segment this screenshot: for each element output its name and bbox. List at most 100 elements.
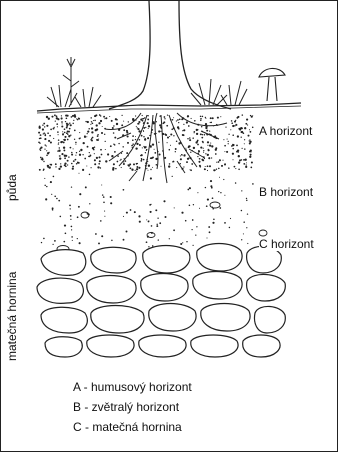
soil-particle (180, 158, 182, 160)
soil-particle (204, 134, 206, 136)
soil-particle (89, 203, 90, 204)
soil-particle (155, 158, 157, 160)
soil-particle (180, 243, 182, 245)
soil-particle (76, 163, 78, 165)
soil-particle (150, 147, 151, 148)
soil-particle (189, 205, 191, 207)
soil-particle (63, 141, 65, 143)
soil-particle (202, 141, 204, 143)
soil-particle (78, 206, 80, 208)
soil-particle (231, 122, 233, 124)
soil-particle (185, 149, 187, 151)
soil-particle (186, 161, 188, 163)
soil-particle (123, 121, 124, 122)
soil-particle (45, 198, 47, 200)
soil-particle (66, 127, 68, 129)
soil-particle (226, 151, 228, 153)
soil-particle (175, 151, 176, 152)
soil-particle (195, 234, 196, 235)
soil-particle (42, 128, 44, 130)
soil-particle (156, 224, 157, 225)
soil-particle (208, 157, 210, 159)
soil-particle (225, 127, 226, 128)
soil-particle (55, 163, 57, 165)
soil-particle (87, 121, 89, 123)
soil-particle (219, 177, 220, 178)
soil-particle (183, 154, 185, 156)
soil-particle (71, 186, 72, 187)
soil-particle (158, 130, 160, 132)
soil-particle (63, 241, 65, 243)
soil-particle (140, 160, 142, 162)
soil-particle (92, 122, 94, 124)
soil-particle (204, 158, 205, 159)
soil-particle (86, 136, 87, 137)
soil-particle (252, 183, 254, 185)
soil-particle (110, 196, 112, 198)
soil-particle (46, 150, 47, 151)
soil-particle (70, 147, 72, 149)
soil-particle (183, 134, 185, 136)
soil-particle (196, 133, 198, 135)
soil-particle (112, 127, 114, 129)
soil-particle (73, 120, 74, 121)
soil-particle (235, 168, 236, 169)
soil-particle (150, 204, 151, 205)
soil-particle (93, 120, 94, 121)
soil-particle (73, 148, 74, 149)
soil-particle (109, 116, 110, 117)
soil-particle (110, 145, 112, 147)
soil-particle (177, 119, 179, 121)
soil-particle (228, 141, 229, 142)
soil-particle (190, 157, 192, 159)
soil-particle (209, 231, 211, 233)
soil-particle (139, 139, 141, 141)
soil-particle (72, 166, 74, 168)
soil-particle (241, 127, 243, 129)
soil-particle (72, 123, 73, 124)
soil-particle (243, 221, 245, 223)
soil-particle (150, 177, 152, 179)
soil-particle (59, 157, 61, 159)
soil-particle (207, 170, 208, 171)
soil-particle (121, 115, 122, 116)
soil-particle (202, 116, 204, 118)
soil-particle (141, 135, 143, 137)
soil-particle (242, 148, 243, 149)
soil-particle (128, 121, 129, 122)
soil-particle (97, 134, 98, 135)
soil-particle (249, 139, 250, 140)
soil-particle (94, 120, 96, 122)
soil-particle (100, 167, 101, 168)
soil-particle (155, 209, 157, 211)
soil-particle (121, 153, 122, 154)
soil-particle (197, 124, 199, 126)
soil-particle (102, 126, 103, 127)
soil-particle (67, 164, 68, 165)
soil-particle (180, 155, 181, 156)
mushroom (259, 68, 285, 101)
soil-particle (200, 116, 201, 117)
soil-particle (234, 166, 236, 168)
soil-particle (178, 142, 180, 144)
soil-particle (176, 167, 177, 168)
soil-particle (246, 162, 247, 163)
soil-particle (47, 132, 49, 134)
soil-particle (145, 146, 147, 148)
soil-particle (147, 122, 149, 124)
soil-particle (105, 117, 107, 119)
soil-particle (215, 153, 217, 155)
soil-particle (121, 124, 123, 126)
soil-particle (70, 135, 71, 136)
soil-particle (39, 169, 41, 171)
soil-particle (145, 127, 146, 128)
soil-particle (164, 118, 165, 119)
soil-particle (210, 180, 212, 182)
soil-particle (97, 166, 99, 168)
soil-particle (218, 168, 220, 170)
soil-particle (203, 148, 204, 149)
soil-particle (114, 151, 116, 153)
soil-particle (250, 131, 252, 133)
soil-particle (250, 154, 252, 156)
soil-particle (236, 124, 238, 126)
